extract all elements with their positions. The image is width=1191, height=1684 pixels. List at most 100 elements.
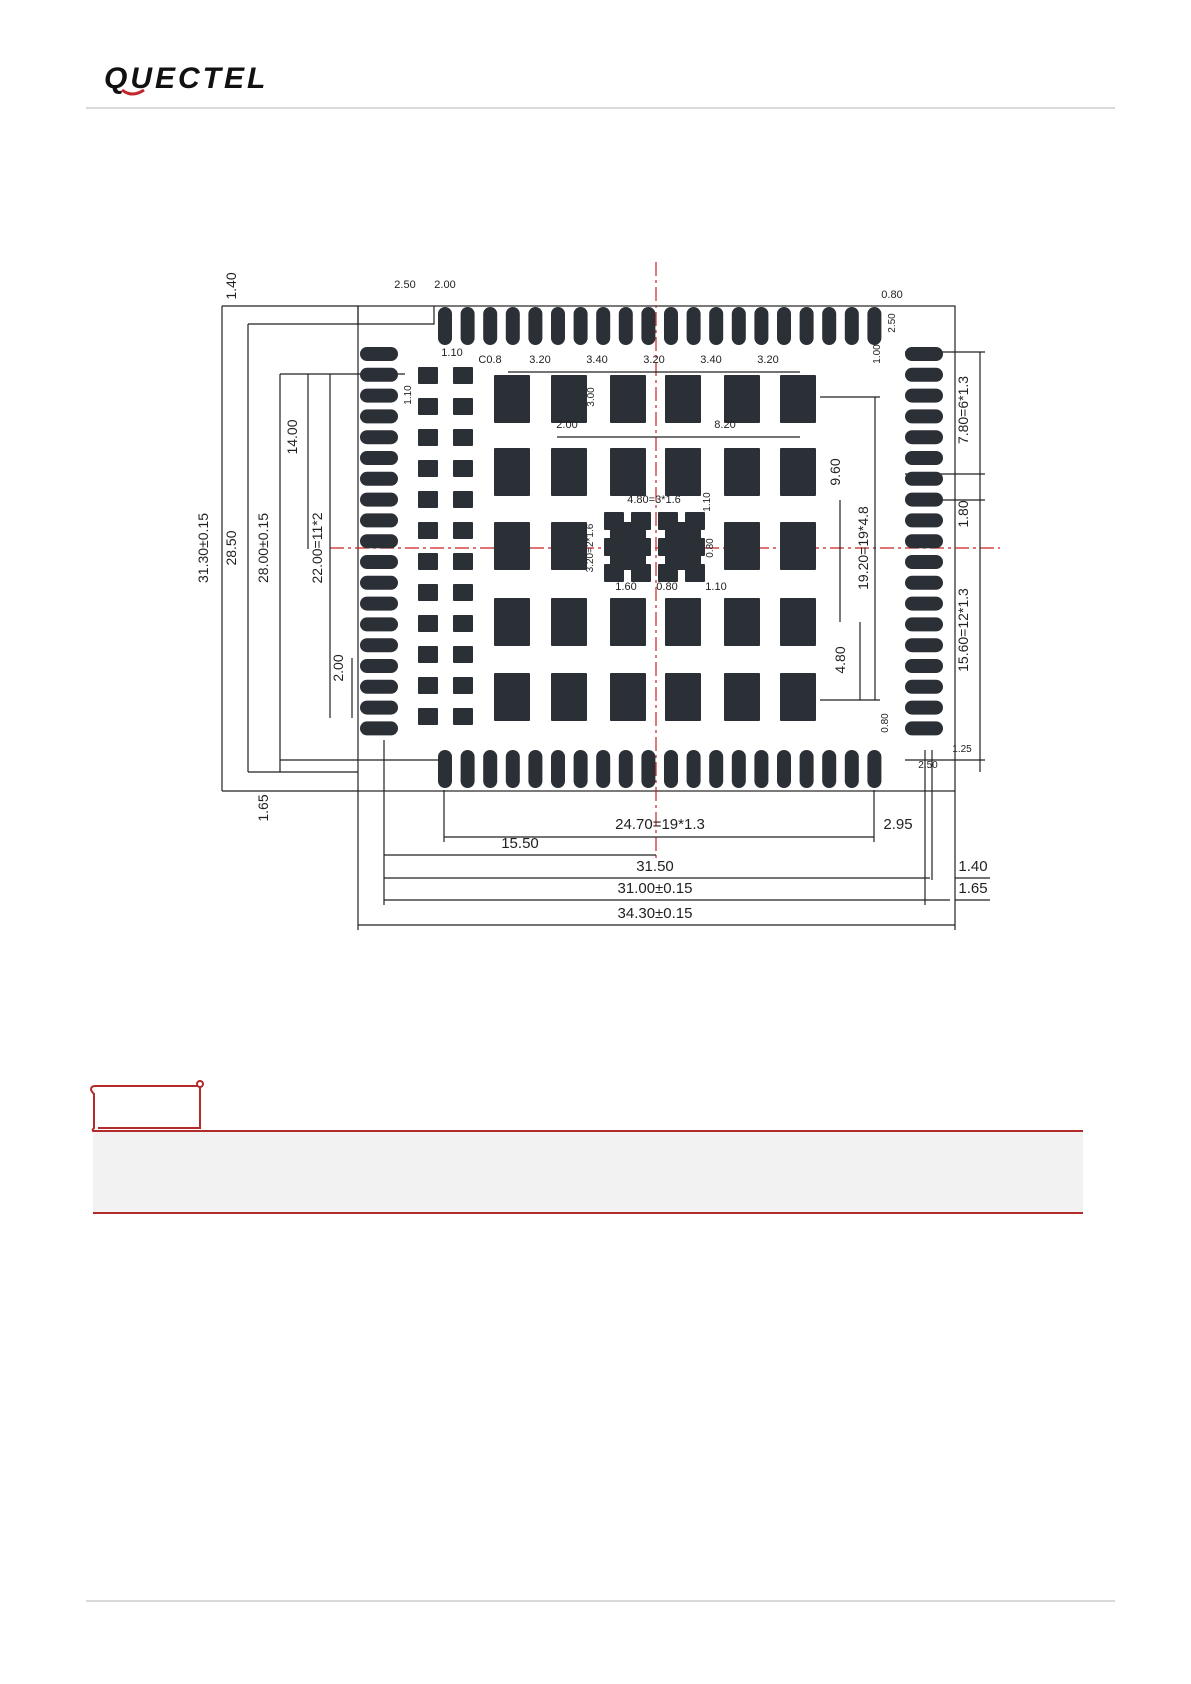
dimension-label: 3.20=2*1.6	[585, 523, 596, 572]
right-edge-pad	[905, 575, 943, 590]
right-edge-pad	[905, 638, 943, 653]
top-edge-pad	[528, 307, 543, 345]
dimension-label: 4.80	[832, 646, 848, 673]
ground-pad	[494, 673, 530, 721]
left-edge-pad	[360, 638, 398, 653]
bottom-edge-pad	[867, 750, 882, 788]
signal-pad	[453, 553, 473, 570]
ground-pad	[610, 673, 646, 721]
right-edge-pad	[905, 513, 943, 528]
dimension-label: 0.80	[705, 538, 716, 558]
dimension-label: 1.10	[441, 347, 462, 359]
dimension-label: 2.00	[556, 419, 577, 431]
top-edge-pad	[505, 307, 520, 345]
bottom-edge-pad	[573, 750, 588, 788]
signal-pad	[453, 646, 473, 663]
dimension-label: 19.20=19*4.8	[855, 506, 871, 590]
ground-pad	[665, 448, 701, 496]
ground-pad	[724, 448, 760, 496]
center-pad	[658, 538, 678, 556]
top-edge-pad	[844, 307, 859, 345]
right-edge-pad	[905, 471, 943, 486]
top-edge-pad	[551, 307, 565, 345]
signal-pad	[418, 491, 438, 508]
top-edge-pad	[799, 307, 814, 345]
bottom-edge-pad	[822, 750, 837, 788]
left-edge-pad	[360, 659, 398, 673]
dimension-label: 2.95	[883, 816, 912, 833]
dimension-label: 2.50	[918, 760, 938, 771]
top-edge-pad	[641, 307, 656, 345]
signal-pad	[418, 522, 438, 539]
top-edge-pad	[596, 307, 611, 345]
left-edge-pad	[360, 555, 398, 569]
dimension-label: 3.40	[700, 354, 721, 366]
signal-pad	[453, 584, 473, 601]
signal-pad	[418, 553, 438, 570]
ground-pad	[494, 448, 530, 496]
dimension-label: 31.30±0.15	[195, 513, 211, 583]
dimension-label: 1.00	[872, 344, 883, 364]
signal-pad	[418, 584, 438, 601]
dimension-label: 28.00±0.15	[255, 513, 271, 583]
signal-pad	[453, 460, 473, 477]
dimension-label: 1.40	[223, 272, 239, 299]
dimension-label: 1.80	[955, 500, 971, 527]
ground-pad	[780, 673, 816, 721]
bottom-edge-pad	[844, 750, 859, 788]
ground-pad	[610, 375, 646, 423]
dimension-label: 15.50	[501, 835, 539, 852]
ground-pad	[551, 448, 587, 496]
dimension-label: 3.00	[586, 387, 597, 407]
dimension-label: 3.20	[757, 354, 778, 366]
bottom-edge-pad	[754, 750, 769, 788]
ground-pad	[665, 598, 701, 646]
ground-pad	[551, 673, 587, 721]
dimension-label: 3.40	[586, 354, 607, 366]
ground-pad	[494, 375, 530, 423]
left-edge-pad	[360, 409, 398, 424]
top-edge-pad	[438, 307, 452, 345]
dimension-label: 1.65	[958, 880, 987, 897]
ground-pad	[610, 522, 646, 570]
bottom-edge-pad	[551, 750, 565, 788]
right-edge-pad	[905, 700, 943, 715]
bottom-edge-pad	[731, 750, 746, 788]
dimension-label: C0.8	[478, 354, 501, 366]
dimension-label: 15.60=12*1.3	[955, 588, 971, 672]
signal-pad	[418, 367, 438, 384]
dimension-label: 31.50	[636, 858, 674, 875]
left-edge-pad	[360, 471, 398, 486]
dimension-label: 14.00	[284, 419, 300, 454]
ground-pad	[551, 375, 587, 423]
right-edge-pad	[905, 679, 943, 694]
center-pad	[631, 538, 651, 556]
dimension-label: 1.10	[705, 581, 726, 593]
dimension-label: 31.00±0.15	[618, 880, 693, 897]
footer-rule	[86, 1600, 1115, 1602]
bottom-edge-pad	[686, 750, 701, 788]
right-edge-pad	[905, 534, 943, 549]
left-edge-pad	[360, 347, 398, 361]
dimension-label: 7.80=6*1.3	[955, 376, 971, 444]
dimension-label: 34.30±0.15	[618, 905, 693, 922]
bottom-edge-pad	[777, 750, 791, 788]
ground-pad	[610, 598, 646, 646]
left-edge-pad	[360, 430, 398, 445]
bottom-edge-pad	[799, 750, 814, 788]
signal-pad	[453, 615, 473, 632]
left-edge-pad	[360, 492, 398, 507]
top-edge-pad	[754, 307, 769, 345]
right-edge-pad	[905, 388, 943, 403]
right-edge-pad	[905, 555, 943, 569]
ground-pad	[610, 448, 646, 496]
top-edge-pad	[460, 307, 475, 345]
signal-pad	[418, 677, 438, 694]
bottom-edge-pad	[483, 750, 498, 788]
left-edge-pad	[360, 367, 398, 382]
left-edge-pad	[360, 513, 398, 528]
center-pad	[604, 538, 624, 556]
ground-pad	[494, 598, 530, 646]
ground-pad	[494, 522, 530, 570]
ground-pad	[724, 522, 760, 570]
